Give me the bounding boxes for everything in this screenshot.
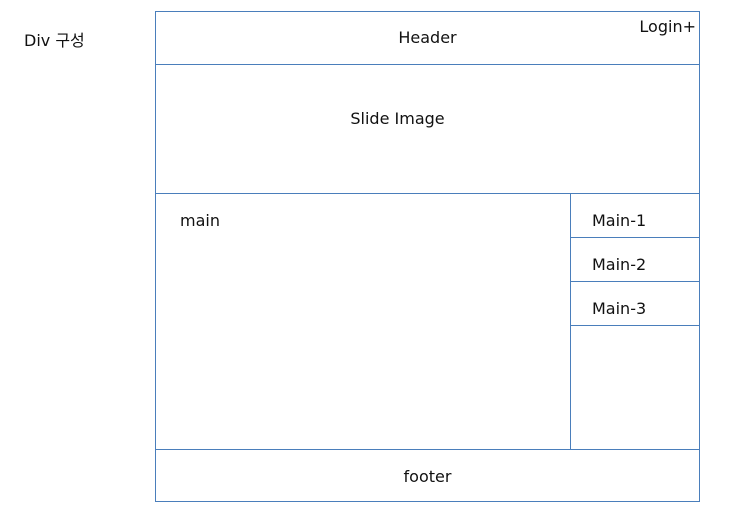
sidebar-item-label: Main-1 [592,211,647,230]
sidebar-item-main-3: Main-3 [571,282,699,326]
slide-image-label: Slide Image [350,109,445,128]
sidebar-item-label: Main-2 [592,255,647,274]
layout-frame: Header Login+ Slide Image main Main-1 Ma… [155,11,700,502]
header-label: Header [398,28,457,47]
sidebar-item-main-2: Main-2 [571,238,699,282]
main-section: main Main-1 Main-2 Main-3 [156,194,699,449]
sidebar-item-main-1: Main-1 [571,194,699,238]
slide-image-box: Slide Image [156,65,699,194]
header-box: Header Login+ [156,12,699,65]
main-box: main [156,194,571,449]
diagram-title: Div 구성 [24,31,85,50]
sidebar-item-label: Main-3 [592,299,647,318]
footer-label: footer [403,467,452,486]
main-label: main [180,211,220,230]
login-label: Login+ [639,17,696,36]
footer-box: footer [156,449,699,502]
main-sidebar: Main-1 Main-2 Main-3 [571,194,699,449]
